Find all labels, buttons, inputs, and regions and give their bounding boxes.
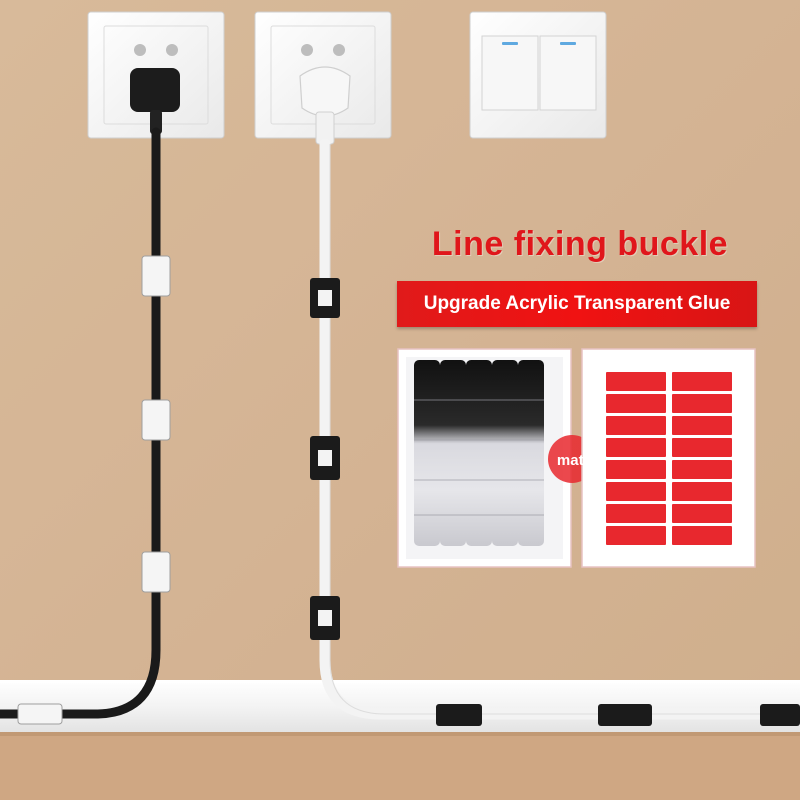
clip-pack-panel bbox=[397, 348, 572, 568]
black-cable bbox=[0, 127, 161, 719]
black-plug bbox=[130, 68, 180, 134]
banner-background bbox=[397, 281, 757, 327]
adhesive-pads-panel bbox=[581, 348, 756, 568]
black-cable-clips bbox=[17, 255, 171, 725]
match-label: match bbox=[556, 452, 602, 469]
headline: Line fixing buckle bbox=[431, 225, 729, 263]
cable-clip-stack bbox=[414, 360, 544, 546]
wall-switch bbox=[469, 11, 607, 139]
skirting-board bbox=[0, 680, 800, 800]
adhesive-pads bbox=[606, 372, 732, 545]
banner-text: Upgrade Acrylic Transparent Glue bbox=[423, 293, 731, 314]
